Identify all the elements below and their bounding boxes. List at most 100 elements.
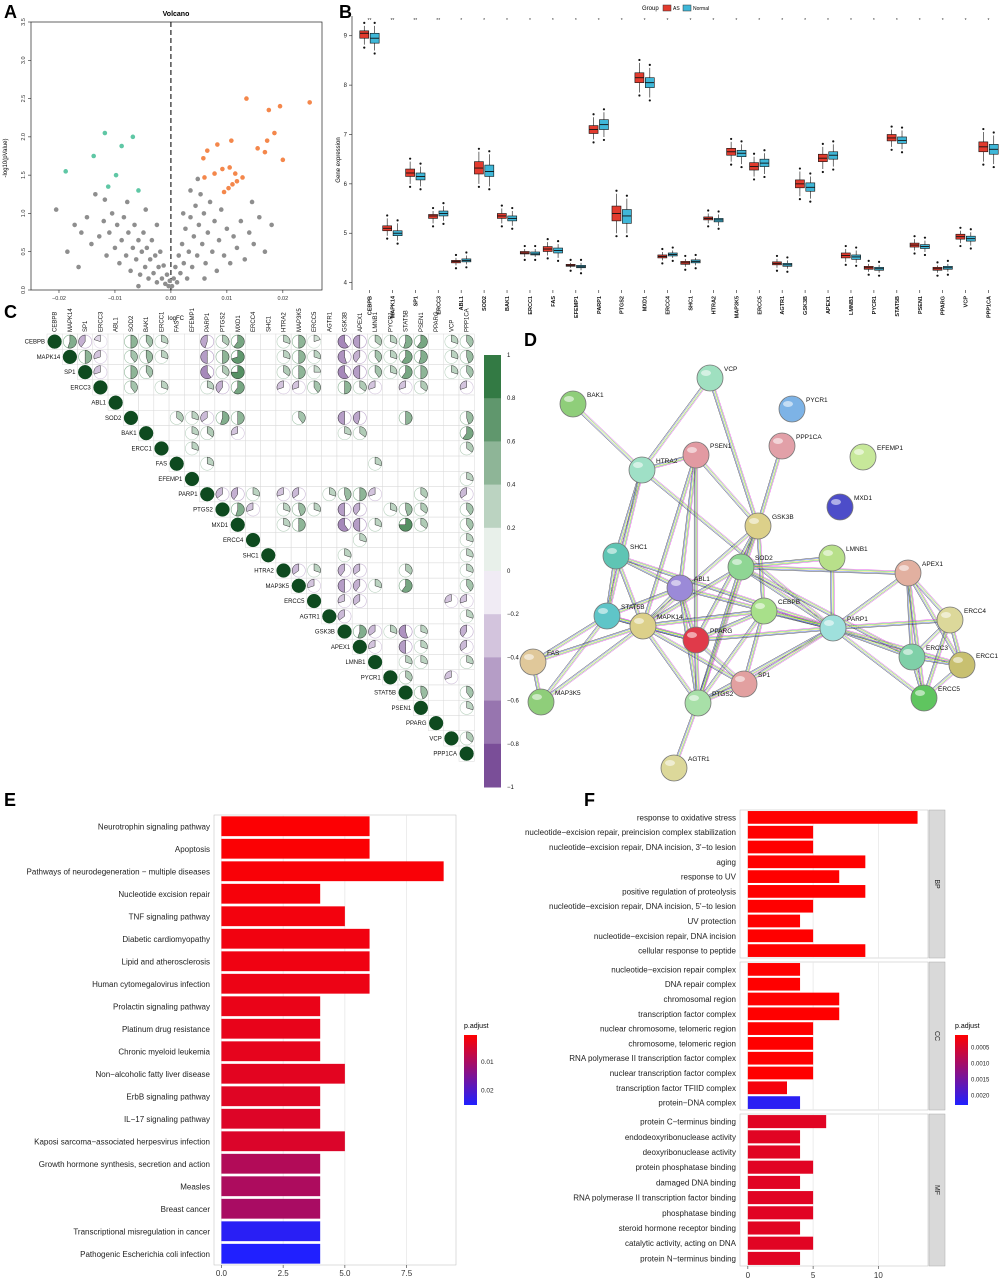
volcano-point-ns	[141, 230, 146, 235]
network-edge	[607, 470, 644, 617]
colorbar-segment	[484, 355, 501, 399]
corr-pie-slice	[420, 655, 428, 665]
go-bar	[747, 1115, 827, 1129]
kegg-x-tick-label: 0.0	[216, 1269, 228, 1278]
network-edge	[696, 454, 759, 526]
matrix-cell	[153, 425, 170, 442]
network-edge	[696, 628, 834, 642]
matrix-cell	[245, 333, 261, 350]
matrix-cell	[321, 410, 338, 426]
network-edge	[709, 377, 759, 527]
network-node-sphere	[628, 456, 656, 484]
network-node-label: SP1	[758, 672, 771, 679]
volcano-point-down	[130, 134, 136, 140]
matrix-cell	[412, 593, 429, 609]
matrix-cell	[321, 532, 338, 548]
matrix-cell	[397, 593, 414, 609]
network-node-label: HTRA2	[656, 458, 678, 465]
matrix-row-label: PPARG	[406, 721, 427, 727]
matrix-column-label: PTGS2	[220, 312, 226, 332]
network-edge	[833, 626, 963, 665]
matrix-cell	[443, 471, 460, 487]
corr-pie-slice	[466, 411, 474, 425]
corr-pie-slice	[390, 624, 398, 634]
volcano-point-ns	[246, 230, 252, 235]
volcano-point-ns	[137, 272, 143, 277]
matrix-cell	[428, 486, 445, 503]
colorbar-tick-label: −0.8	[507, 742, 520, 748]
box-normal	[622, 209, 632, 224]
go-category-label: nucleotide−excision repair, preincision …	[525, 828, 736, 837]
matrix-cell	[367, 608, 383, 625]
network-edge	[571, 405, 641, 472]
network-node: MAPK14	[629, 612, 683, 640]
corr-pie-slice	[200, 365, 212, 379]
corr-pie-slice	[374, 517, 382, 528]
volcano-point-up	[262, 149, 268, 155]
matrix-row-label: HTRA2	[254, 569, 274, 575]
matrix-cell	[275, 547, 292, 564]
volcano-x-tick-label: −0.01	[108, 296, 122, 302]
network-edge	[641, 377, 711, 471]
matrix-cell	[321, 394, 338, 411]
corr-pie-slice	[191, 441, 199, 451]
matrix-cell	[412, 547, 429, 564]
volcano-point-ns	[163, 281, 168, 287]
matrix-column-label: AGTR1	[327, 311, 333, 332]
significance-label: **	[436, 18, 440, 24]
matrix-cell	[367, 440, 383, 457]
significance-label: *	[873, 18, 875, 24]
volcano-point-ns	[216, 237, 222, 243]
diagonal-circle	[459, 746, 474, 761]
corr-pie-slice	[337, 365, 349, 379]
corr-pie-slice	[78, 334, 86, 348]
network-edge	[640, 376, 709, 470]
matrix-cell	[397, 471, 414, 487]
box-outlier	[752, 178, 756, 181]
corr-pie-slice	[374, 456, 382, 467]
network-edge	[605, 469, 642, 616]
volcano-point-up	[280, 157, 286, 163]
matrix-cell	[412, 669, 429, 686]
go-category-label: nuclear transcription factor complex	[610, 1069, 736, 1078]
corr-pie-slice	[390, 350, 398, 360]
gene-label: APEX1	[826, 296, 832, 314]
box-outlier	[946, 259, 949, 262]
box-outlier	[386, 214, 389, 217]
box-outlier	[684, 254, 687, 258]
corr-pie-slice	[420, 640, 428, 650]
matrix-cell	[245, 425, 261, 442]
volcano-point-up	[220, 166, 225, 172]
significance-label: *	[965, 18, 967, 24]
volcano-point-ns	[227, 260, 233, 266]
network-edge	[532, 615, 608, 663]
panel-letter-e: E	[4, 790, 16, 810]
matrix-cell	[412, 410, 429, 426]
boxplot-y-tick-label: 6	[344, 182, 348, 188]
network-edge	[697, 610, 765, 704]
matrix-cell	[412, 455, 429, 472]
volcano-point-down	[105, 184, 111, 189]
go-bar	[747, 1175, 801, 1189]
gene-label: BAK1	[505, 296, 511, 311]
volcano-point-up	[264, 138, 270, 143]
network-edge	[642, 625, 699, 704]
gene-label: MAP3K5	[734, 296, 740, 318]
box-outlier	[373, 52, 376, 55]
corr-pie-slice	[451, 350, 459, 360]
significance-label: *	[667, 18, 669, 24]
matrix-cell	[367, 547, 383, 564]
matrix-cell	[245, 379, 261, 396]
boxplot-y-tick-label: 8	[344, 83, 348, 89]
box-outlier	[786, 256, 789, 259]
diagonal-circle	[108, 395, 123, 410]
network-node-sphere	[818, 544, 846, 572]
colorbar-segment	[484, 743, 501, 788]
matrix-cell	[382, 577, 399, 594]
go-category-label: chromosome, telomeric region	[628, 1039, 736, 1048]
network-edge	[832, 618, 950, 628]
corr-pie-slice	[353, 563, 361, 575]
box-outlier	[363, 21, 366, 25]
panel-letter-a: A	[4, 2, 17, 22]
